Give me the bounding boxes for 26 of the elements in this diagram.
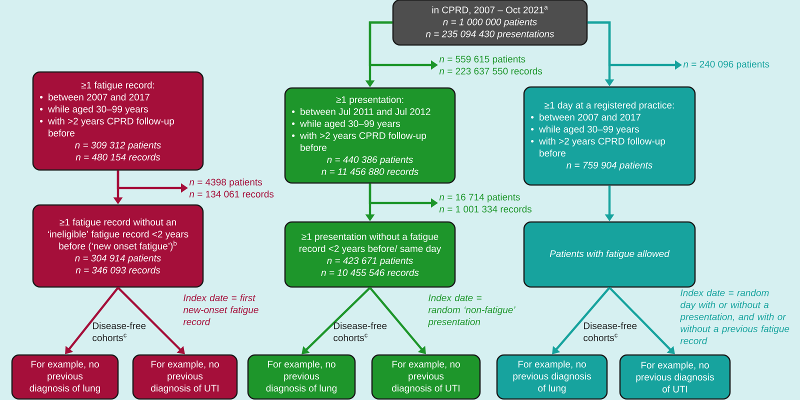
process-box: For example, no previous diagnosis of lung (247, 354, 356, 400)
count-text: n = 240 096 patients (683, 60, 770, 70)
arrow (302, 286, 371, 354)
process-box: ≥1 presentation: between Jul 2011 and Jul 2012 while aged 30–99 years with >2 years CPRD follow-up before n = 440 386 patients n = 11 456 880 records (284, 87, 456, 184)
count-text: n = 16 714 patients n = 1 001 334 records (439, 194, 532, 212)
index-date-note: Index date = random ‘non-fatigue’ presentation (428, 294, 516, 328)
process-box: ≥1 presentation without a fatigue record <2 years before/ same day n = 423 671 patients n = 10 455 546 records (284, 221, 456, 288)
process-box: For example, no previous diagnosis of lung (496, 354, 608, 400)
process-box: ≥1 fatigue record: between 2007 and 2017 while aged 30–99 years with >2 years CPRD follow-up before n = 309 312 patients n = 480 154 records (32, 71, 204, 171)
arrow (117, 286, 185, 354)
cohort-label: Disease-free cohorts$^{c}$ (584, 322, 637, 342)
process-box: Patients with fatigue allowed (523, 221, 696, 288)
count-text: n = 4398 patients n = 134 061 records (189, 178, 274, 198)
process-box: For example, no previous diagnosis of UTI (619, 354, 731, 400)
process-box: ≥1 fatigue record without an ‘ineligible’ fatigue record <2 years before (‘new onset fatigue’)$^{b}$ n = 304 914 patients n = 346 093 records (32, 204, 204, 288)
process-box: For example, no previous diagnosis of lung (11, 354, 119, 400)
index-date-note: Index date = first new-onset fatigue record (183, 294, 258, 326)
process-box: ≥1 day at a registered practice: between 2007 and 2017 while aged 30–99 years with >2 years CPRD follow-up before n = 759 904 patients (523, 86, 696, 186)
count-text: n = 559 615 patients n = 223 637 550 records (439, 56, 542, 74)
cohort-label: Disease-free cohorts$^{c}$ (92, 322, 146, 342)
cohort-label: Disease-free cohorts$^{c}$ (334, 322, 387, 342)
source-box: in CPRD, 2007 – Oct 2021$^{a}$ n = 1 000 000 patients n = 235 094 430 presentations (392, 0, 588, 46)
index-date-note: Index date = random day with or without a presentation, and with or without a previous fatigue record (680, 289, 790, 344)
process-box: For example, no previous diagnosis of UTI (371, 354, 481, 400)
arrow (608, 286, 675, 354)
process-box: For example, no previous diagnosis of UTI (132, 354, 238, 400)
